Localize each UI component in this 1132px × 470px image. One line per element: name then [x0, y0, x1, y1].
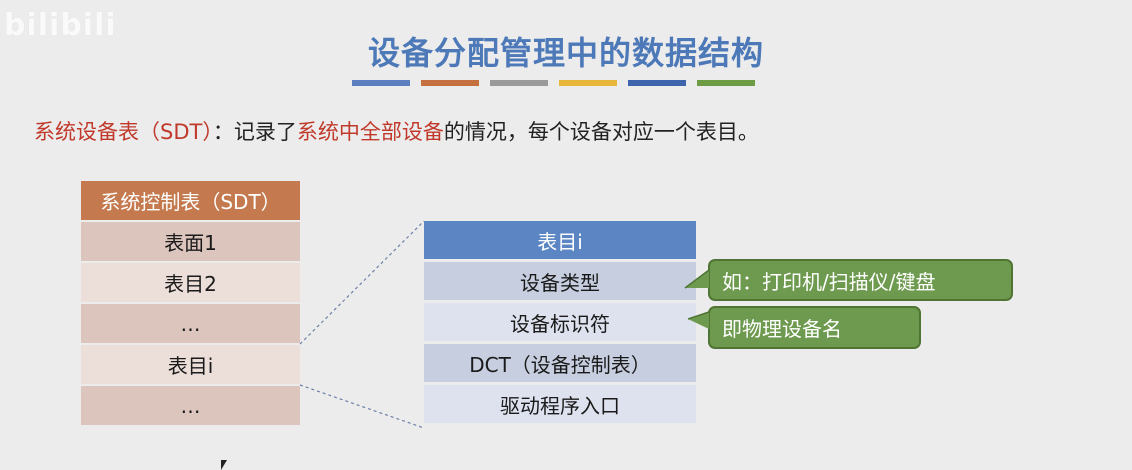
- sdt-table-header: 系统控制表（SDT）: [81, 181, 300, 220]
- entry-table: 表目i 设备类型 设备标识符 DCT（设备控制表） 驱动程序入口: [424, 221, 696, 426]
- sdt-row: …: [81, 304, 300, 343]
- callout-pointer-2: [688, 312, 709, 329]
- page-title: 设备分配管理中的数据结构: [367, 34, 764, 72]
- title-underline: [352, 80, 755, 86]
- sdt-row: …: [81, 386, 300, 425]
- entry-table-header: 表目i: [424, 221, 696, 259]
- desc-term: 系统设备表（SDT）: [34, 120, 213, 144]
- title-bar-6: [697, 80, 755, 86]
- title-bar-1: [352, 80, 410, 86]
- mouse-cursor-icon: [221, 460, 227, 470]
- entry-row-dct: DCT（设备控制表）: [424, 344, 696, 382]
- title-bar-5: [628, 80, 686, 86]
- entry-row-device-id: 设备标识符: [424, 303, 696, 341]
- sdt-row: 表面1: [81, 222, 300, 261]
- entry-row-driver-entry: 驱动程序入口: [424, 385, 696, 423]
- sdt-description: 系统设备表（SDT）：记录了系统中全部设备的情况，每个设备对应一个表目。: [34, 116, 759, 146]
- sdt-table: 系统控制表（SDT） 表面1 表目2 … 表目i …: [81, 181, 300, 427]
- sdt-row: 表目2: [81, 263, 300, 302]
- desc-text-1: ：记录了: [212, 120, 297, 144]
- desc-highlight: 系统中全部设备: [296, 120, 444, 144]
- zoom-line-bottom: [299, 384, 425, 429]
- title-bar-4: [559, 80, 617, 86]
- zoom-line-top: [299, 220, 425, 345]
- title-bar-2: [421, 80, 479, 86]
- title-bar-3: [490, 80, 548, 86]
- bilibili-watermark: bilibili: [4, 8, 117, 43]
- sdt-row-entry-i: 表目i: [81, 345, 300, 384]
- entry-row-device-type: 设备类型: [424, 262, 696, 300]
- callout-device-type: 如：打印机/扫描仪/键盘: [708, 259, 1013, 301]
- desc-text-2: 的情况，每个设备对应一个表目。: [443, 120, 759, 144]
